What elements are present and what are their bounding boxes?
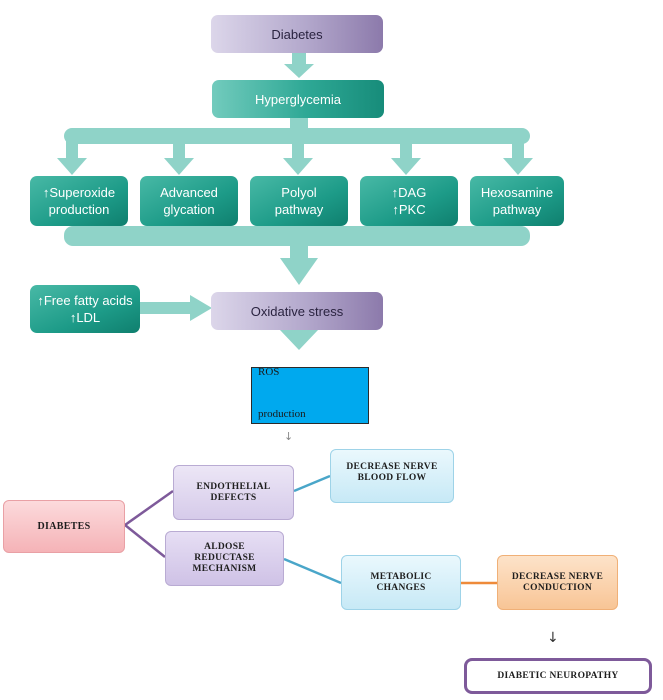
- diabetes-root-label: DIABETES: [37, 521, 91, 532]
- drop-head-5: [503, 158, 533, 175]
- ros-line1: ROS: [258, 366, 280, 378]
- drop-5: [512, 140, 524, 162]
- pathway-line1: Hexosamine: [480, 185, 554, 200]
- pathway-dag-pkc-node: ↑DAG ↑PKC: [360, 176, 458, 226]
- pathway-superoxide-node: ↑Superoxide production: [30, 176, 128, 226]
- endothelial-defects-node: ENDOTHELIAL DEFECTS: [173, 465, 294, 520]
- pathway-line2: ↑PKC: [392, 202, 426, 217]
- line-endothelial-bloodflow: [293, 474, 331, 493]
- metabolic-changes-label: METABOLIC CHANGES: [370, 571, 432, 593]
- line-diabetes-aldose: [124, 524, 166, 558]
- aldose-reductase-label: ALDOSE REDUCTASE MECHANISM: [192, 542, 257, 574]
- pathway-line2: glycation: [163, 202, 215, 217]
- free-fatty-acids-node: ↑Free fatty acids ↑LDL: [30, 285, 140, 333]
- pathway-line1: ↑Superoxide: [42, 185, 116, 200]
- hyperglycemia-label: Hyperglycemia: [255, 91, 341, 107]
- drop-head-2: [164, 158, 194, 175]
- ros-production-box: ROS production: [251, 366, 369, 424]
- aldose-reductase-node: ALDOSE REDUCTASE MECHANISM: [165, 531, 284, 586]
- pathway-line2: pathway: [274, 202, 324, 217]
- pathway-line2: production: [48, 202, 110, 217]
- pathway-glycation-node: Advanced glycation: [140, 176, 238, 226]
- pathway-polyol-node: Polyol pathway: [250, 176, 348, 226]
- pathway-line1: ↑DAG: [391, 185, 427, 200]
- decrease-conduction-label: DECREASE NERVE CONDUCTION: [511, 571, 604, 593]
- oxidative-stress-node: Oxidative stress: [211, 292, 383, 330]
- hyperglycemia-node: Hyperglycemia: [212, 80, 384, 118]
- diabetes-root-node: DIABETES: [3, 500, 125, 553]
- drop-head-4: [391, 158, 421, 175]
- decrease-blood-flow-label: DECREASE NERVE BLOOD FLOW: [346, 462, 438, 483]
- ros-line2: production: [258, 408, 306, 420]
- diabetes-label: Diabetes: [271, 26, 323, 42]
- diabetic-neuropathy-node: DIABETIC NEUROPATHY: [464, 658, 652, 694]
- metabolic-changes-node: METABOLIC CHANGES: [341, 555, 461, 610]
- drop-4: [400, 140, 412, 162]
- oxidative-arrow-head: [280, 330, 318, 350]
- diabetic-neuropathy-label: DIABETIC NEUROPATHY: [497, 670, 619, 681]
- arrow-diabetes-hyperglycemia: [292, 52, 306, 66]
- drop-2: [173, 140, 185, 162]
- collect-head: [280, 258, 318, 285]
- ffa-arrow-head: [190, 295, 212, 321]
- pathway-hexosamine-node: Hexosamine pathway: [470, 176, 564, 226]
- endothelial-defects-label: ENDOTHELIAL DEFECTS: [196, 481, 271, 503]
- collect-stem: [290, 244, 308, 262]
- arrow-head-1: [284, 64, 314, 78]
- decrease-conduction-node: DECREASE NERVE CONDUCTION: [497, 555, 618, 610]
- line-aldose-metabolic: [283, 557, 342, 585]
- conduction-down-arrow: ↓: [547, 630, 559, 646]
- ffa-line2: ↑LDL: [69, 310, 101, 325]
- bottom-collection-bar: [64, 226, 530, 246]
- pathway-line1: Advanced: [160, 185, 218, 200]
- diabetes-node: Diabetes: [211, 15, 383, 53]
- drop-head-1: [57, 158, 87, 175]
- line-diabetes-endothelial: [124, 489, 174, 527]
- ros-down-arrow: ↓: [284, 430, 294, 443]
- drop-head-3: [283, 158, 313, 175]
- pathway-line1: Polyol: [281, 185, 317, 200]
- oxidative-stress-label: Oxidative stress: [250, 303, 344, 319]
- ffa-line1: ↑Free fatty acids: [37, 293, 133, 308]
- ffa-arrow-shaft: [140, 302, 192, 314]
- decrease-blood-flow-node: DECREASE NERVE BLOOD FLOW: [330, 449, 454, 503]
- drop-1: [66, 140, 78, 162]
- pathway-line2: pathway: [492, 202, 542, 217]
- drop-3: [292, 140, 304, 162]
